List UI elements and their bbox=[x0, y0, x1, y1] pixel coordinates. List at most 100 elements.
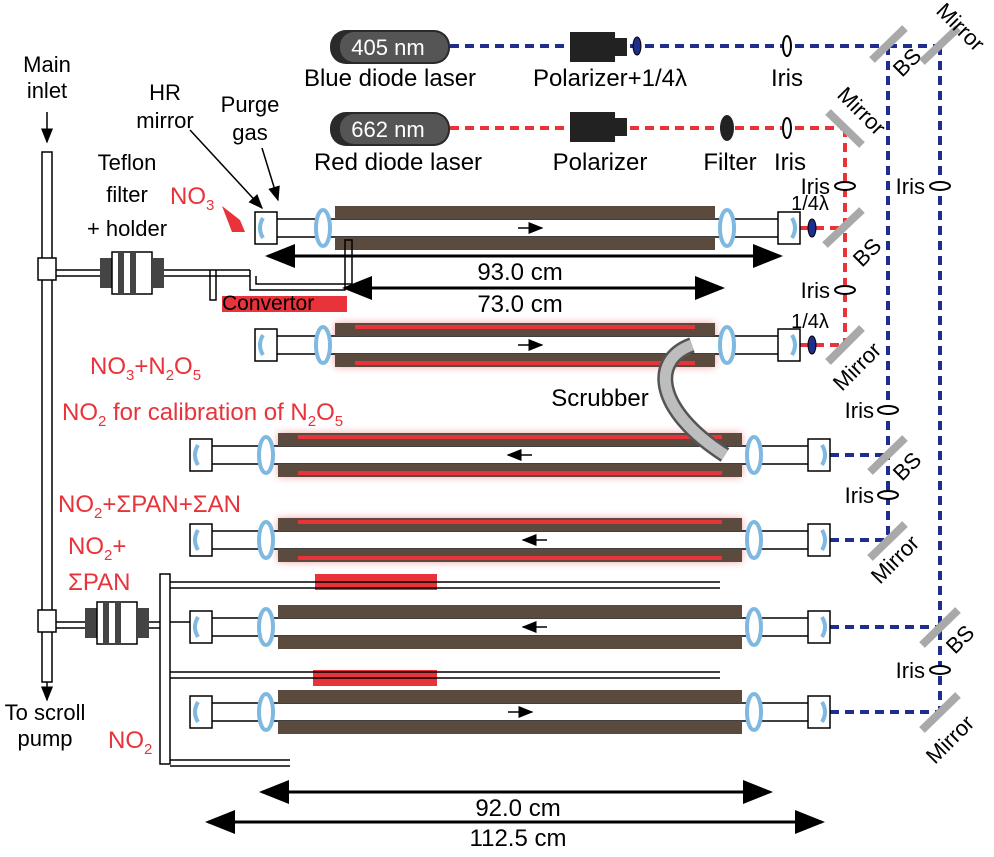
channel-label-no3-n2o5: NO3+N2O5 bbox=[90, 353, 201, 384]
svg-text:Iris: Iris bbox=[896, 174, 925, 199]
cell-wall bbox=[335, 237, 715, 250]
polarizer: Polarizer bbox=[553, 112, 648, 176]
cell-wall bbox=[278, 464, 742, 477]
svg-text:Scrubber: Scrubber bbox=[551, 385, 648, 412]
iris-red-2: Iris bbox=[801, 278, 856, 303]
cell-window bbox=[314, 325, 332, 365]
dimension-92cm: 92.0 cm bbox=[259, 780, 773, 822]
red-laser-wavelength: 662 nm bbox=[351, 117, 424, 142]
svg-text:To scroll: To scroll bbox=[5, 700, 86, 725]
filter: Filter bbox=[703, 115, 757, 176]
iris-blue-4: Iris bbox=[896, 658, 951, 683]
cell-window bbox=[745, 692, 763, 732]
svg-text:mirror: mirror bbox=[136, 108, 193, 133]
svg-text:93.0 cm: 93.0 cm bbox=[477, 259, 562, 286]
svg-text:Iris: Iris bbox=[801, 174, 830, 199]
red-laser-label: Red diode laser bbox=[314, 149, 482, 176]
cell-window bbox=[257, 607, 275, 647]
polarizer-label: Polarizer bbox=[553, 149, 648, 176]
svg-text:1/4λ: 1/4λ bbox=[791, 311, 829, 333]
svg-text:NO2: NO2 bbox=[108, 727, 152, 758]
convertor: Convertor bbox=[222, 292, 347, 315]
svg-text:Convertor: Convertor bbox=[222, 292, 314, 315]
cavity-cell bbox=[189, 605, 831, 649]
cell-wall bbox=[278, 518, 742, 531]
left-tubing bbox=[159, 239, 720, 767]
teflon-filter-holder-lower bbox=[56, 601, 165, 645]
cell-window bbox=[718, 325, 736, 365]
cell-window bbox=[745, 607, 763, 647]
cell-wall bbox=[278, 433, 742, 446]
svg-text:NO2+: NO2+ bbox=[68, 533, 126, 564]
svg-text:pump: pump bbox=[17, 726, 72, 751]
cell-window bbox=[257, 692, 275, 732]
iris-red-1: Iris bbox=[801, 174, 856, 199]
svg-text:Teflon: Teflon bbox=[98, 150, 157, 175]
svg-text:Iris: Iris bbox=[845, 398, 874, 423]
blue-beam-path bbox=[450, 44, 942, 714]
bs-top: BS bbox=[869, 25, 926, 82]
svg-text:NO3+N2O5: NO3+N2O5 bbox=[90, 353, 201, 384]
cell-wall bbox=[278, 605, 742, 618]
quarter-wave-2: 1/4λ bbox=[791, 311, 829, 355]
svg-text:73.0 cm: 73.0 cm bbox=[477, 291, 562, 318]
cell-wall bbox=[278, 636, 742, 649]
cell-wall bbox=[335, 323, 715, 336]
svg-text:+ holder: + holder bbox=[87, 216, 167, 241]
channel-label-pan: NO2+ ΣPAN bbox=[68, 533, 130, 596]
scrubber: Scrubber bbox=[551, 337, 730, 462]
cell-window bbox=[314, 208, 332, 248]
mirror-top: Mirror bbox=[919, 0, 990, 65]
svg-text:1/4λ: 1/4λ bbox=[791, 193, 829, 215]
cavity-cells bbox=[189, 206, 831, 734]
cavity-cell bbox=[189, 518, 831, 562]
svg-text:inlet: inlet bbox=[27, 78, 67, 103]
cell-window bbox=[745, 435, 763, 475]
iris-blue-3: Iris bbox=[845, 483, 899, 508]
teflon-filter-holder-upper: Teflon filter + holder bbox=[56, 150, 250, 295]
cell-window bbox=[745, 520, 763, 560]
main-inlet-line: Main inlet To scroll pump bbox=[5, 52, 86, 751]
channel-label-calibration: NO2 for calibration of N2O5 bbox=[62, 399, 343, 430]
cell-window bbox=[257, 520, 275, 560]
cell-wall bbox=[278, 690, 742, 703]
svg-text:gas: gas bbox=[232, 120, 267, 145]
polarizer-qw-label: Polarizer+1/4λ bbox=[533, 65, 687, 92]
svg-text:Iris: Iris bbox=[845, 483, 874, 508]
svg-text:HR: HR bbox=[149, 80, 181, 105]
svg-text:BS: BS bbox=[888, 43, 926, 81]
mirror-mid: Mirror bbox=[866, 521, 924, 589]
red-diode-laser: 662 nm Red diode laser bbox=[314, 112, 482, 176]
cell-window bbox=[257, 435, 275, 475]
svg-text:92.0 cm: 92.0 cm bbox=[475, 795, 560, 822]
svg-text:ΣPAN: ΣPAN bbox=[68, 569, 130, 596]
polarizer-quarter-wave: Polarizer+1/4λ bbox=[533, 32, 687, 92]
channel-label-no3: NO3 bbox=[170, 183, 245, 232]
cell-wall bbox=[335, 206, 715, 219]
mirror-red-bottom: Mirror bbox=[825, 325, 886, 396]
svg-text:Mirror: Mirror bbox=[832, 82, 890, 140]
svg-text:112.5 cm: 112.5 cm bbox=[470, 825, 567, 852]
svg-text:NO2 for calibration of N2O5: NO2 for calibration of N2O5 bbox=[62, 399, 343, 430]
cavity-cell bbox=[189, 690, 831, 734]
iris-blue-1: Iris bbox=[896, 174, 951, 199]
cell-wall bbox=[278, 721, 742, 734]
svg-text:Iris: Iris bbox=[896, 658, 925, 683]
dimension-112-5cm: 112.5 cm bbox=[205, 810, 825, 852]
iris-blue-2: Iris bbox=[845, 398, 899, 423]
channel-label-no2: NO2 bbox=[108, 727, 152, 758]
svg-text:Main: Main bbox=[23, 52, 71, 77]
svg-text:NO3: NO3 bbox=[170, 183, 214, 214]
iris-top-red: Iris bbox=[774, 117, 806, 176]
iris-top-blue: Iris bbox=[771, 35, 803, 92]
svg-text:Purge: Purge bbox=[221, 92, 280, 117]
svg-text:BS: BS bbox=[848, 233, 886, 271]
filter-label: Filter bbox=[703, 149, 756, 176]
purge-gas-label: Purge gas bbox=[221, 92, 280, 202]
blue-laser-label: Blue diode laser bbox=[304, 65, 476, 92]
blue-diode-laser: 405 nm Blue diode laser bbox=[304, 30, 476, 92]
cavity-cell bbox=[254, 323, 801, 367]
bs-red: BS bbox=[822, 207, 886, 272]
